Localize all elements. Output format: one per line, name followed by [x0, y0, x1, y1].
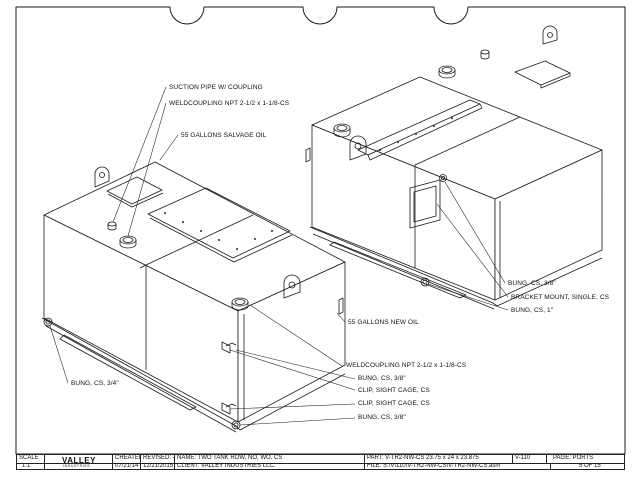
callout-bung-38-b: BUNG, CS, 3/8": [358, 414, 406, 421]
callout-bung-34: BUNG, CS, 3/4": [71, 380, 119, 387]
title-block: SCALE CREATED REVISED: - NAME: TWO TANK …: [16, 454, 625, 470]
part-number: PART: V-TR2-NW-CS 23.75 x 24 x 23.875: [365, 455, 513, 463]
client: CLIENT: VALLEY INDUSTRIES LLC.: [175, 462, 365, 470]
logo-subtitle: INDUSTRIES: [63, 464, 91, 468]
callout-clip-2: CLIP, SIGHT CAGE, CS: [358, 400, 430, 407]
callout-weldcoupling-bottom: WELDCOUPLING NPT 2-1/2 x 1-1/8-CS: [346, 362, 467, 369]
title-block-row-1: SCALE CREATED REVISED: - NAME: TWO TANK …: [17, 455, 624, 464]
created-date: 07/21/14: [113, 462, 141, 470]
callout-clip-1: CLIP, SIGHT CAGE, CS: [358, 387, 430, 394]
scale-value: 1:1: [17, 462, 45, 470]
callout-bung-38-a: BUNG, CS, 3/8": [358, 375, 406, 382]
callout-bung-38-right: BUNG, CS, 3/8": [508, 280, 556, 287]
logo-name: VALLEY: [62, 456, 96, 465]
left-tank-assembly: [41, 161, 346, 433]
scale-label: SCALE: [17, 455, 45, 463]
sheet-border: [15, 6, 626, 455]
page-label: PAGE: PORTS: [553, 455, 594, 461]
revised-label: REVISED: -: [143, 455, 175, 463]
callout-bracket-mount: BRACKET MOUNT, SINGLE, CS: [511, 294, 610, 301]
callout-salvage-oil: 55 GALLONS SALVAGE OIL: [181, 132, 267, 139]
drawing-name: NAME: TWO TANK ROW, NO, WO, CS: [175, 455, 365, 463]
title-block-row-2: 1:1 07/21/14 12/21/2015 CLIENT: VALLEY I…: [17, 462, 624, 470]
version: V-110: [513, 455, 547, 463]
callout-weldcoupling-top: WELDCOUPLING NPT 2-1/2 x 1-1/8-CS: [169, 100, 290, 107]
callout-suction-pipe: SUCTION PIPE W/ COUPLING: [169, 84, 263, 91]
file-path: FILE: S:\V\110\V-TR2-NW-CS\V-TR2-NW-CS.a…: [365, 462, 551, 470]
callout-bung-1: BUNG, CS, 1": [511, 307, 554, 314]
callout-new-oil: 55 GALLONS NEW OIL: [348, 319, 419, 326]
leader-lines: [49, 86, 509, 426]
created-label: CREATED: [115, 455, 141, 463]
page-number: 5 OF 15: [579, 462, 601, 469]
right-tank-assembly: [305, 25, 603, 310]
revised-date: 12/21/2015: [143, 462, 175, 470]
company-logo: VALLEY INDUSTRIES: [45, 455, 113, 470]
